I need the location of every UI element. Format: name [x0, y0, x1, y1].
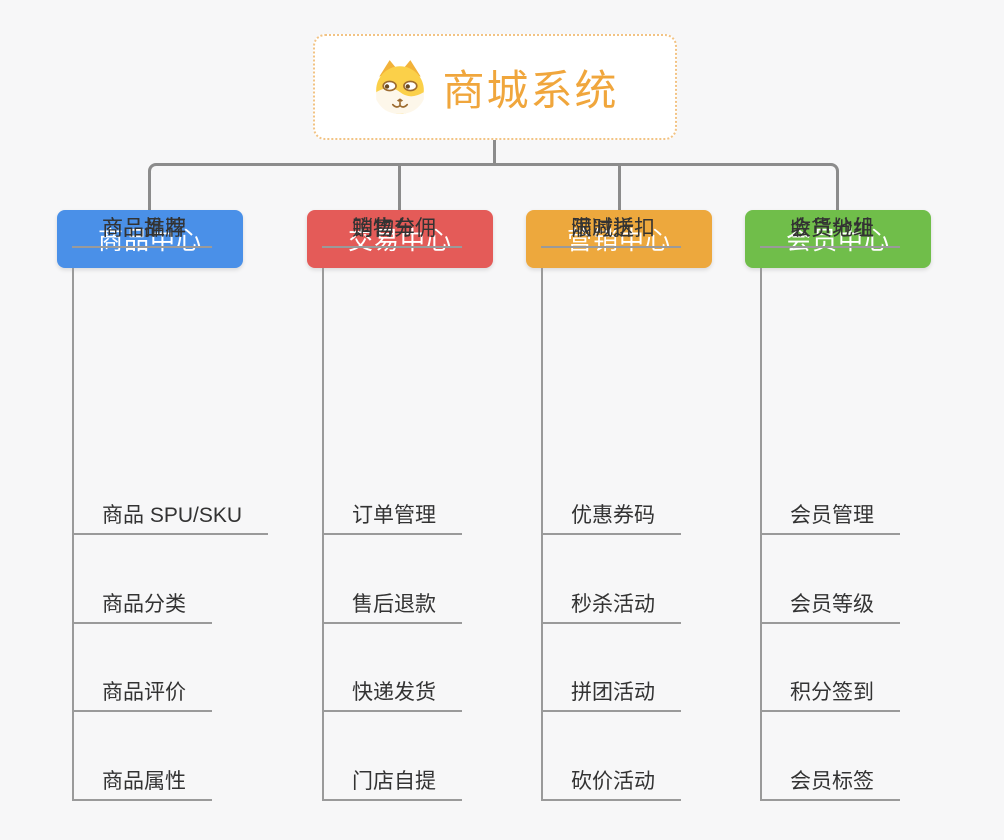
branch-column-products: 商品中心 商品 SPU/SKU 商品分类 商品评价 商品属性 商品推荐 商品品牌: [57, 210, 269, 810]
branch-column-trade: 交易中心 订单管理 售后退款 快递发货 门店自提 购物车 销售分佣: [307, 210, 493, 810]
leaf-node[interactable]: 积分签到: [760, 674, 900, 712]
leaf-node[interactable]: 订单管理: [322, 497, 462, 535]
leaf-node[interactable]: 快递发货: [322, 674, 462, 712]
connector-drop-branch-3: [618, 164, 621, 211]
branch-column-members: 会员中心 会员管理 会员等级 积分签到 会员标签 会员分组 收货地址: [745, 210, 931, 810]
connector-root-stub: [493, 138, 496, 164]
leaf-node[interactable]: 会员等级: [760, 586, 900, 624]
leaf-node[interactable]: 秒杀活动: [541, 586, 681, 624]
leaf-node[interactable]: 售后退款: [322, 586, 462, 624]
root-node[interactable]: 商城系统: [313, 34, 677, 140]
leaf-node[interactable]: 商品品牌: [72, 210, 212, 248]
branch-column-marketing: 营销中心 优惠券码 秒杀活动 拼团活动 砍价活动 限时折扣 满减送: [526, 210, 712, 810]
leaf-node[interactable]: 砍价活动: [541, 763, 681, 801]
leaf-node[interactable]: 满减送: [541, 210, 660, 248]
root-node-title: 商城系统: [442, 66, 619, 114]
branch-node-members[interactable]: 会员中心: [745, 210, 931, 268]
leaf-node[interactable]: 拼团活动: [541, 674, 681, 712]
leaf-node[interactable]: 商品 SPU/SKU: [72, 497, 269, 535]
connector-drop-branch-2: [398, 164, 401, 211]
leaf-node[interactable]: 会员管理: [760, 497, 900, 535]
leaf-node[interactable]: 商品属性: [72, 763, 212, 801]
leaf-node[interactable]: 商品评价: [72, 674, 212, 712]
leaf-node[interactable]: 门店自提: [322, 763, 462, 801]
connector-bracket: [148, 163, 839, 211]
branch-node-trade[interactable]: 交易中心: [307, 210, 493, 268]
branch-node-marketing[interactable]: 营销中心: [526, 210, 712, 268]
leaf-node[interactable]: 优惠券码: [541, 497, 681, 535]
leaf-node[interactable]: 收货地址: [760, 210, 900, 248]
branch-node-products[interactable]: 商品中心: [57, 210, 243, 268]
leaf-node[interactable]: 商品分类: [72, 586, 212, 624]
leaf-node[interactable]: 会员标签: [760, 763, 900, 801]
leaf-node[interactable]: 销售分佣: [322, 210, 462, 248]
doge-icon: [376, 60, 425, 114]
